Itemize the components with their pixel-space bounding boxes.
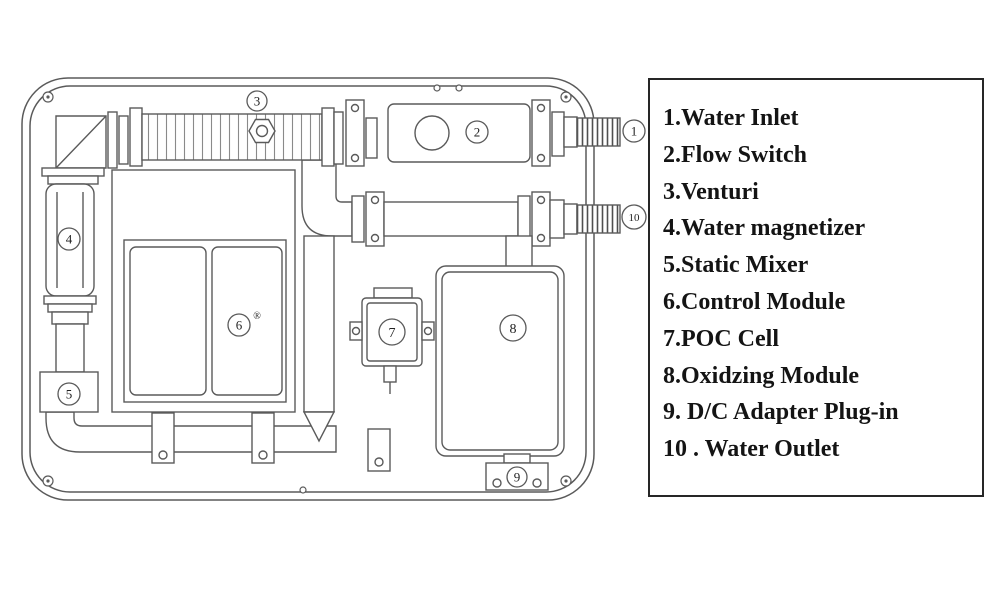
callout-number: 2: [474, 125, 481, 140]
callout-3: 3: [246, 90, 268, 112]
registered-mark: ®: [253, 311, 261, 322]
legend-item-label: Flow Switch: [681, 141, 807, 168]
legend-item-label: Static Mixer: [681, 252, 809, 279]
legend-item: 9. D/C Adapter Plug-in: [663, 394, 974, 431]
legend-item-number: 7.: [663, 325, 681, 352]
flow-switch: [387, 103, 531, 163]
legend-item-number: 6.: [663, 288, 681, 315]
callout-number: 3: [254, 94, 261, 109]
legend-item: 6.Control Module: [663, 284, 974, 321]
case-screws: [42, 84, 572, 494]
callout-5: 5: [57, 382, 81, 406]
legend-item-label: POC Cell: [681, 325, 779, 352]
callout-8: 8: [499, 314, 527, 342]
callout-9: 9: [506, 466, 528, 488]
water-outlet: [576, 204, 621, 234]
callout-4: 4: [57, 227, 81, 251]
pipe-bracket: [367, 428, 391, 472]
legend-item-label: Control Module: [681, 288, 846, 315]
callout-number: 4: [66, 232, 73, 247]
legend-item: 4.Water magnetizer: [663, 210, 974, 247]
outlet-run: [351, 191, 621, 247]
legend-item-number: 9.: [663, 399, 681, 426]
legend-item: 8.Oxidzing Module: [663, 358, 974, 395]
center-pipe: [301, 159, 353, 443]
callout-number: 5: [66, 387, 73, 402]
oxidizing-module: [435, 235, 565, 457]
legend-item-label: Oxidzing Module: [681, 362, 860, 389]
legend-item-number: 10 .: [663, 436, 699, 463]
callout-1: 1: [622, 119, 646, 143]
legend-item: 7.POC Cell: [663, 321, 974, 358]
legend-item: 1.Water Inlet: [663, 100, 974, 137]
pipe-bracket: [251, 412, 275, 464]
legend-item-label: Water Inlet: [681, 105, 799, 131]
legend-item-label: Water Outlet: [699, 436, 840, 463]
callout-number: 10: [629, 212, 641, 224]
callout-number: 6: [236, 318, 243, 333]
legend-item-label: Water magnetizer: [681, 215, 866, 242]
inlet-run: [107, 99, 621, 169]
legend-box: 1.Water Inlet 2.Flow Switch 3.Venturi 4.…: [648, 78, 984, 497]
legend-item-number: 4.: [663, 215, 681, 242]
bottom-pipe: [45, 411, 391, 472]
control-module: [111, 169, 296, 413]
legend-item-number: 8.: [663, 362, 681, 389]
callout-number: 9: [514, 470, 521, 485]
legend-item: 5.Static Mixer: [663, 247, 974, 284]
callout-2: 2: [465, 120, 489, 144]
flow-switch-dial: [414, 115, 450, 151]
legend-item-number: 2.: [663, 141, 681, 168]
callout-10: 10: [621, 204, 647, 230]
legend-item-label: Venturi: [681, 178, 759, 205]
callout-7: 7: [378, 318, 406, 346]
callouts: 1 2 3 4 5 6 ®: [57, 90, 647, 488]
legend-item-label: D/C Adapter Plug-in: [681, 399, 899, 426]
legend-item: 2.Flow Switch: [663, 137, 974, 174]
legend-item-number: 3.: [663, 178, 681, 205]
legend-item-number: 1.: [663, 105, 681, 131]
legend-item: 10 . Water Outlet: [663, 431, 974, 468]
legend-item: 3.Venturi: [663, 174, 974, 211]
pipe-bracket: [151, 412, 175, 464]
legend-item-number: 5.: [663, 252, 681, 279]
callout-number: 7: [389, 326, 396, 341]
venturi: [129, 107, 335, 167]
water-inlet: [576, 117, 621, 147]
callout-number: 8: [510, 322, 517, 337]
callout-6: 6 ®: [227, 311, 261, 337]
callout-number: 1: [631, 124, 638, 139]
